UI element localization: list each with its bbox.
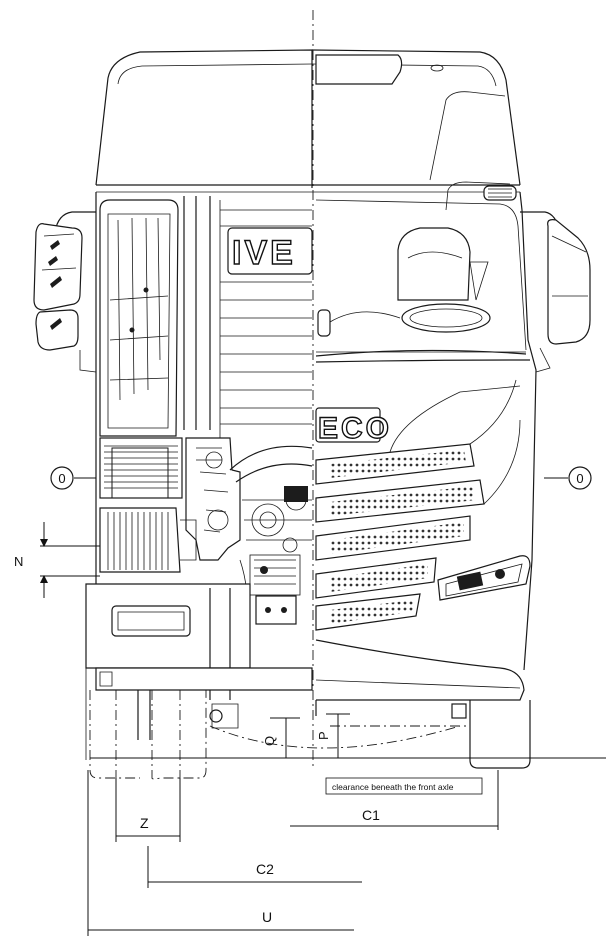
engine-left-half: IVE — [85, 192, 313, 780]
svg-text:Q: Q — [262, 736, 277, 746]
svg-text:Z: Z — [140, 815, 149, 831]
svg-text:0: 0 — [58, 471, 65, 486]
dimension-p: P — [316, 713, 350, 758]
svg-text:C1: C1 — [362, 807, 380, 823]
brand-lettering-right: ECO — [318, 412, 392, 445]
datum-right: 0 — [544, 466, 592, 490]
svg-text:0: 0 — [576, 471, 583, 486]
grille-slats — [315, 443, 485, 631]
clearance-note: clearance beneath the front axle — [325, 777, 483, 795]
dimension-n: N — [14, 522, 100, 598]
mirror-left — [33, 211, 97, 373]
dimension-q: Q — [262, 717, 300, 758]
brand-lettering-left: IVE — [232, 234, 296, 272]
svg-text:N: N — [14, 554, 23, 569]
cab-right-half: ECO — [209, 191, 537, 769]
dimension-c1: C1 — [290, 770, 499, 830]
datum-left: 0 — [50, 466, 96, 490]
mirror-right — [520, 211, 591, 373]
dimension-u: U — [87, 770, 354, 936]
dimension-z: Z — [115, 778, 181, 842]
dimension-c2: C2 — [147, 846, 362, 888]
svg-text:P: P — [316, 731, 331, 740]
svg-text:U: U — [262, 909, 272, 925]
svg-text:clearance beneath the front ax: clearance beneath the front axle — [332, 782, 454, 792]
svg-text:C2: C2 — [256, 861, 274, 877]
cab-roof — [95, 49, 521, 211]
